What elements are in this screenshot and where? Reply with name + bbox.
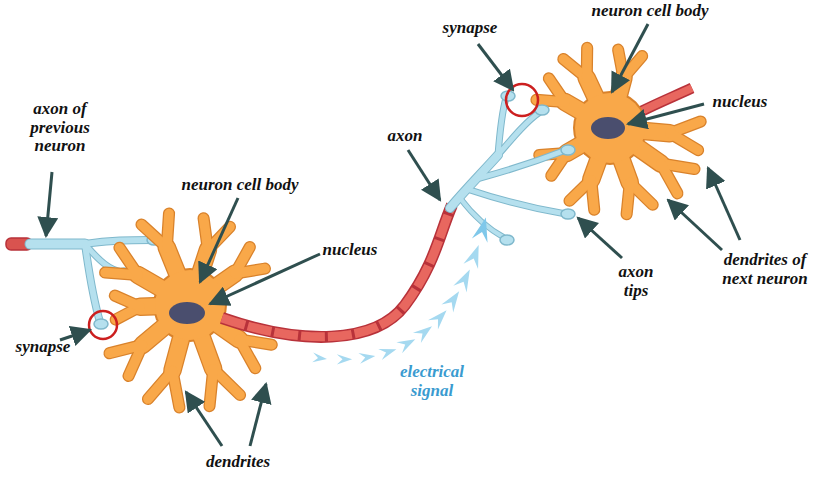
leader-line bbox=[668, 200, 722, 250]
part-label: axon of previous neuron bbox=[20, 100, 100, 156]
nucleus-shape bbox=[591, 117, 625, 139]
leader-line bbox=[250, 384, 266, 446]
leader-line bbox=[478, 44, 513, 90]
leader-line bbox=[186, 392, 222, 446]
part-label: nucleus bbox=[690, 93, 790, 112]
synapse-circle bbox=[89, 311, 117, 339]
part-label: neuron cell body bbox=[140, 176, 340, 195]
neuron-drawing bbox=[6, 48, 701, 408]
leader-line bbox=[708, 168, 740, 240]
part-label: axon tips bbox=[606, 263, 666, 300]
nucleus-shape bbox=[169, 302, 205, 324]
part-label: nucleus bbox=[300, 241, 400, 260]
leader-line bbox=[200, 198, 238, 282]
part-label: synapse bbox=[410, 19, 530, 38]
part-label: axon bbox=[365, 127, 445, 146]
signal-arrows bbox=[312, 218, 487, 365]
leader-line bbox=[628, 104, 704, 124]
neuron-body bbox=[536, 48, 700, 214]
leader-line bbox=[612, 24, 648, 92]
leader-lines bbox=[46, 24, 740, 446]
neuron-body bbox=[105, 213, 272, 407]
leader-line bbox=[578, 218, 622, 258]
leader-line bbox=[46, 172, 52, 236]
axon-shape bbox=[222, 205, 452, 337]
part-label: neuron cell body bbox=[550, 2, 750, 21]
signal-label: electrical signal bbox=[387, 363, 477, 400]
part-label: dendrites bbox=[178, 453, 298, 472]
leader-line bbox=[210, 254, 320, 304]
part-label: synapse bbox=[3, 338, 83, 357]
leader-line bbox=[408, 150, 440, 200]
part-label: dendrites of next neuron bbox=[710, 251, 820, 288]
